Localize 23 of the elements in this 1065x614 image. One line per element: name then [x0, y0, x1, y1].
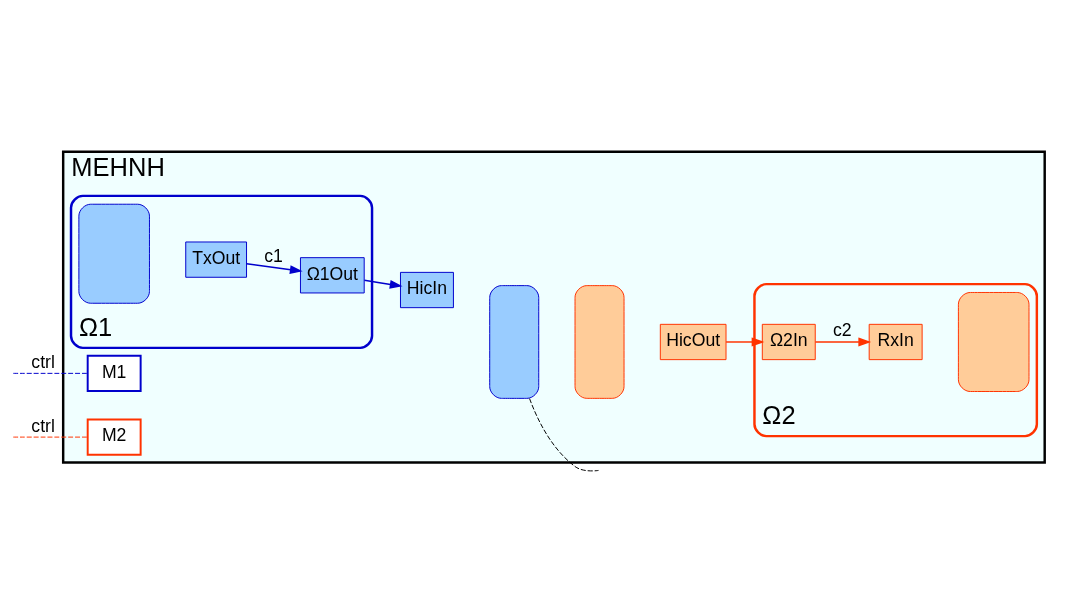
connector: [12, 436, 89, 438]
arrow: [245, 262, 303, 274]
connector: [529, 397, 599, 471]
node-box: TxOut: [185, 241, 248, 278]
edge-label: c1: [264, 245, 283, 266]
edge-label: ctrl: [31, 351, 55, 372]
node-box: M2: [86, 417, 142, 456]
node-box: M1: [86, 354, 142, 392]
arrow: [814, 337, 872, 346]
node-box: HicOut: [659, 323, 727, 360]
node-box: HicIn: [400, 271, 454, 308]
arrow: [725, 337, 765, 346]
edge-label: c2: [832, 320, 852, 340]
connector: [12, 372, 89, 374]
node-box: [957, 291, 1030, 392]
node-box: [574, 284, 625, 399]
node-box: Ω1Out: [300, 256, 365, 293]
node-box: RxIn: [868, 323, 923, 360]
edge-label: ctrl: [31, 415, 55, 436]
arrow: [363, 279, 403, 289]
node-box: Ω2In: [761, 323, 816, 360]
node-box: [489, 284, 540, 399]
node-box: [78, 203, 150, 304]
